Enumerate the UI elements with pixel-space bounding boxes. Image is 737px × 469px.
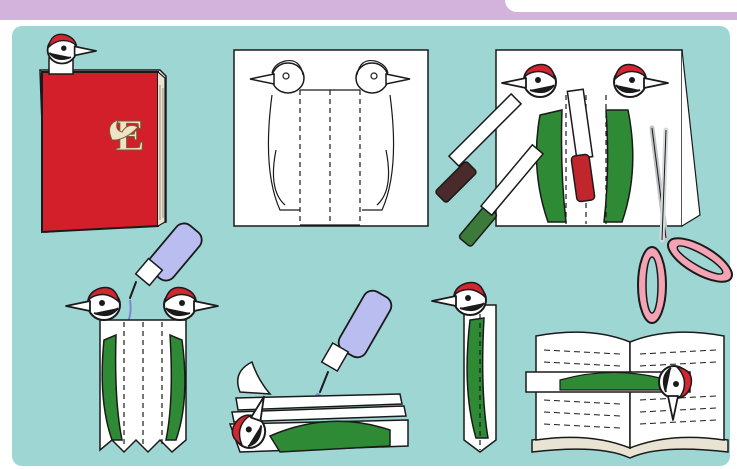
standing-woodpecker-bookmark-icon — [66, 288, 218, 452]
woodpecker-outline-template-icon — [234, 50, 428, 226]
single-bookmark-column-icon — [432, 283, 496, 452]
coloring-markers-icon — [496, 50, 700, 226]
second-glue-bottle-icon — [315, 287, 395, 399]
red-book-icon — [40, 34, 166, 232]
open-book-icon — [526, 332, 728, 458]
folded-bookmark-icon — [228, 362, 408, 452]
